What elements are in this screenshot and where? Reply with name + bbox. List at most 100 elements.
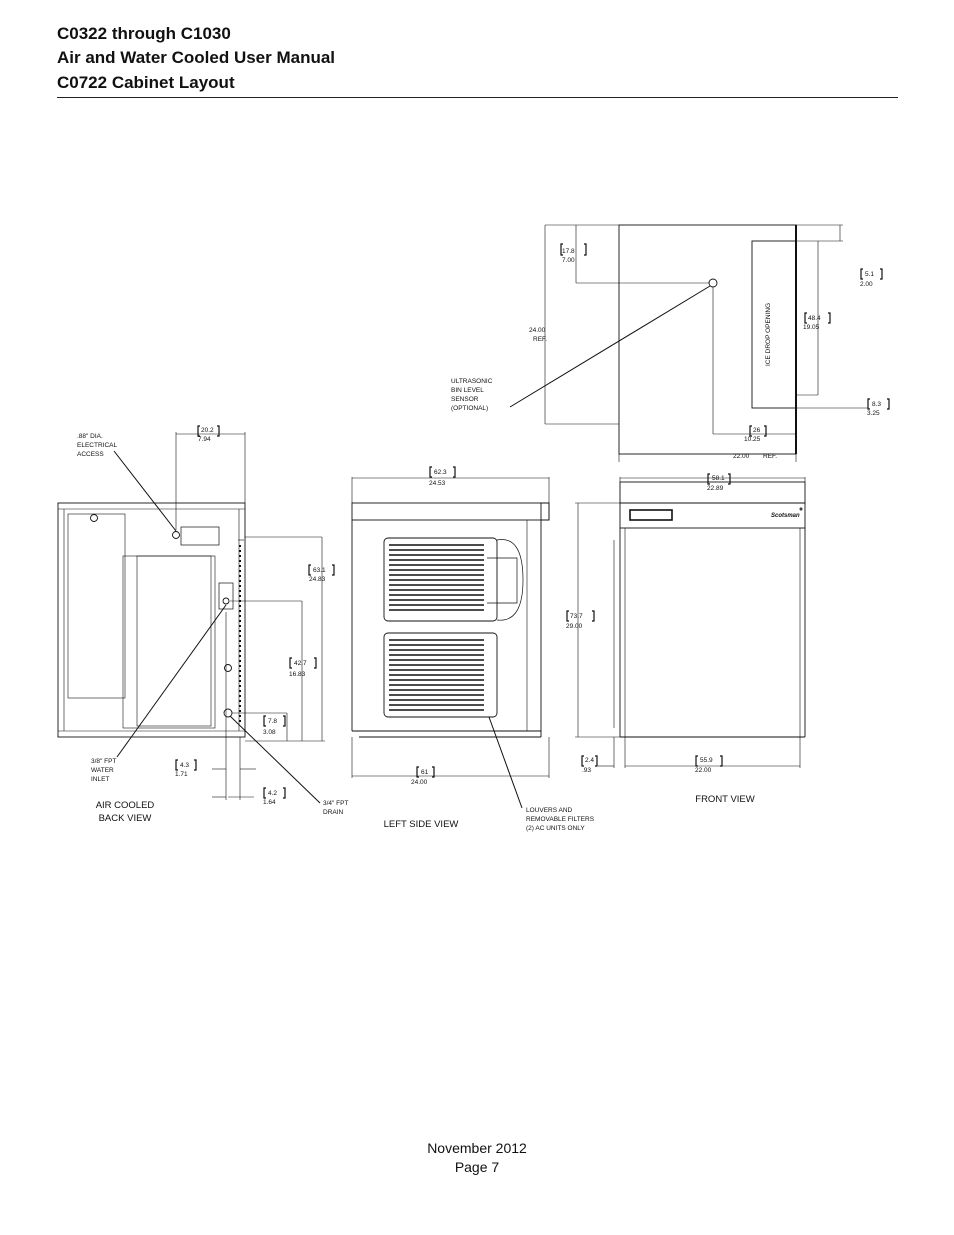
header-title-line1: C0322 through C1030 xyxy=(57,24,231,43)
ice-drop-opening xyxy=(751,240,797,409)
dim-4-2-metric: 4.2 xyxy=(268,790,277,797)
dimension-bracket-left xyxy=(566,610,569,622)
dimension-bracket-right xyxy=(332,564,335,576)
water-label-3: INLET xyxy=(91,776,109,783)
scotsman-logo: Scotsman xyxy=(771,513,800,519)
louver-lower xyxy=(383,632,498,718)
drain-label-2: DRAIN xyxy=(323,809,344,816)
front-control-panel xyxy=(619,502,806,529)
dimension-bracket-right xyxy=(194,759,197,771)
left-side-view: 62.3 24.53 61 24.00 LOUVERS AND REMOVABL… xyxy=(351,469,595,832)
ice-drop-label: ICE DROP OPENING xyxy=(765,303,772,366)
dim-8-3-metric: 8.3 xyxy=(872,401,881,408)
dim-5-1-metric: 5.1 xyxy=(865,271,874,278)
dimension-bracket-right xyxy=(432,766,435,778)
electrical-label-2: ELECTRICAL xyxy=(77,442,117,449)
water-label-2: WATER xyxy=(91,767,114,774)
dimension-bracket-left xyxy=(175,759,178,771)
back-view-title-1: AIR COOLED xyxy=(96,800,155,811)
sensor-circle xyxy=(708,278,718,288)
dim-17-8-metric: 17.8 xyxy=(562,248,575,255)
footer-date: November 2012 xyxy=(427,1140,527,1156)
dimension-brackets xyxy=(175,243,890,799)
dimension-bracket-left xyxy=(308,564,311,576)
dimension-bracket-left xyxy=(695,755,698,767)
dim-63-1-inch: 24.83 xyxy=(309,576,326,583)
dim-4-2-inch: 1.64 xyxy=(263,799,276,806)
dim-48-4-inch: 19.05 xyxy=(803,324,820,331)
dim-2-4-inch: .93 xyxy=(582,767,591,774)
dim-22-ref: REF. xyxy=(763,453,777,460)
drain-fitting xyxy=(223,708,233,718)
dim-61-metric: 61 xyxy=(421,769,429,776)
dimension-bracket-left xyxy=(416,766,419,778)
front-view-title: FRONT VIEW xyxy=(695,794,754,805)
dim-4-3-metric: 4.3 xyxy=(180,762,189,769)
dim-55-9-inch: 22.00 xyxy=(695,767,712,774)
footer-page: Page 7 xyxy=(454,1159,500,1175)
dim-42-7-metric: 42.7 xyxy=(294,660,307,667)
dim-5-1-inch: 2.00 xyxy=(860,281,873,288)
dimension-bracket-left xyxy=(749,425,752,437)
electrical-label-3: ACCESS xyxy=(77,451,104,458)
dim-20-2-metric: 20.2 xyxy=(201,427,214,434)
dimension-bracket-left xyxy=(429,466,432,478)
louver-label-1: LOUVERS AND xyxy=(526,807,573,814)
dimension-bracket-left xyxy=(804,312,807,324)
dimension-bracket-right xyxy=(764,425,767,437)
dimension-bracket-right xyxy=(314,657,317,669)
header-rule xyxy=(57,97,898,98)
drain-label-1: 3/4" FPT xyxy=(323,800,348,807)
dim-20-2-inch: 7.94 xyxy=(198,436,211,443)
dim-55-9-metric: 55.9 xyxy=(700,757,713,764)
back-view-title-2: BACK VIEW xyxy=(99,813,152,824)
dim-7-8-metric: 7.8 xyxy=(268,718,277,725)
dim-7-8-inch: 3.08 xyxy=(263,729,276,736)
dimension-bracket-left xyxy=(860,268,863,280)
dimension-bracket-left xyxy=(197,425,200,437)
water-label-1: 3/8" FPT xyxy=(91,758,116,765)
dimension-bracket-right xyxy=(283,787,286,799)
dimension-bracket-right xyxy=(283,715,286,727)
side-view-top xyxy=(351,502,550,521)
control-panel-display xyxy=(629,509,673,521)
louver-label-3: (2) AC UNITS ONLY xyxy=(526,825,585,832)
dimension-bracket-right xyxy=(887,398,890,410)
back-panel-left xyxy=(67,513,126,699)
dimension-bracket-right xyxy=(720,755,723,767)
dimension-bracket-right xyxy=(453,466,456,478)
dim-24-ref: REF. xyxy=(533,336,547,343)
dim-24-inch: 24.00 xyxy=(529,327,546,334)
louver-slats xyxy=(389,544,484,711)
side-view-title: LEFT SIDE VIEW xyxy=(384,819,459,830)
dim-61-inch: 24.00 xyxy=(411,779,428,786)
header-title-line2: Air and Water Cooled User Manual xyxy=(57,48,336,67)
sensor-label-1: ULTRASONIC xyxy=(451,378,493,385)
dim-8-3-inch: 3.25 xyxy=(867,410,880,417)
dimension-bracket-left xyxy=(867,398,870,410)
dimension-bracket-left xyxy=(560,243,563,256)
dim-26-metric: 26 xyxy=(753,427,761,434)
electrical-label-1: .88" DIA. xyxy=(77,433,103,440)
dimension-bracket-right xyxy=(595,755,598,767)
louver-label-2: REMOVABLE FILTERS xyxy=(526,816,595,823)
dimension-bracket-left xyxy=(289,657,292,669)
dimension-bracket-right xyxy=(880,268,883,280)
dimension-bracket-left xyxy=(263,715,266,727)
dim-73-7-metric: 73.7 xyxy=(570,613,583,620)
front-view: Scotsman 58.1 22.89 73.7 29.00 2.4 .93 5… xyxy=(566,475,806,805)
dim-48-4-metric: 48.4 xyxy=(808,315,821,322)
louver-upper xyxy=(383,537,498,622)
dimension-bracket-left xyxy=(581,755,584,767)
dim-58-1-inch: 22.89 xyxy=(707,485,724,492)
dimension-bracket-right xyxy=(217,425,220,437)
dimension-bracket-left xyxy=(263,787,266,799)
dim-62-3-inch: 24.53 xyxy=(429,480,446,487)
dim-4-3-inch: 1.71 xyxy=(175,771,188,778)
back-view-outline xyxy=(57,502,246,738)
dim-42-7-inch: 16.83 xyxy=(289,671,306,678)
electrical-access-hole xyxy=(172,531,180,539)
dim-2-4-metric: 2.4 xyxy=(585,757,594,764)
dim-58-1-metric: 58.1 xyxy=(712,475,725,482)
dim-26-inch: 10.25 xyxy=(744,436,761,443)
